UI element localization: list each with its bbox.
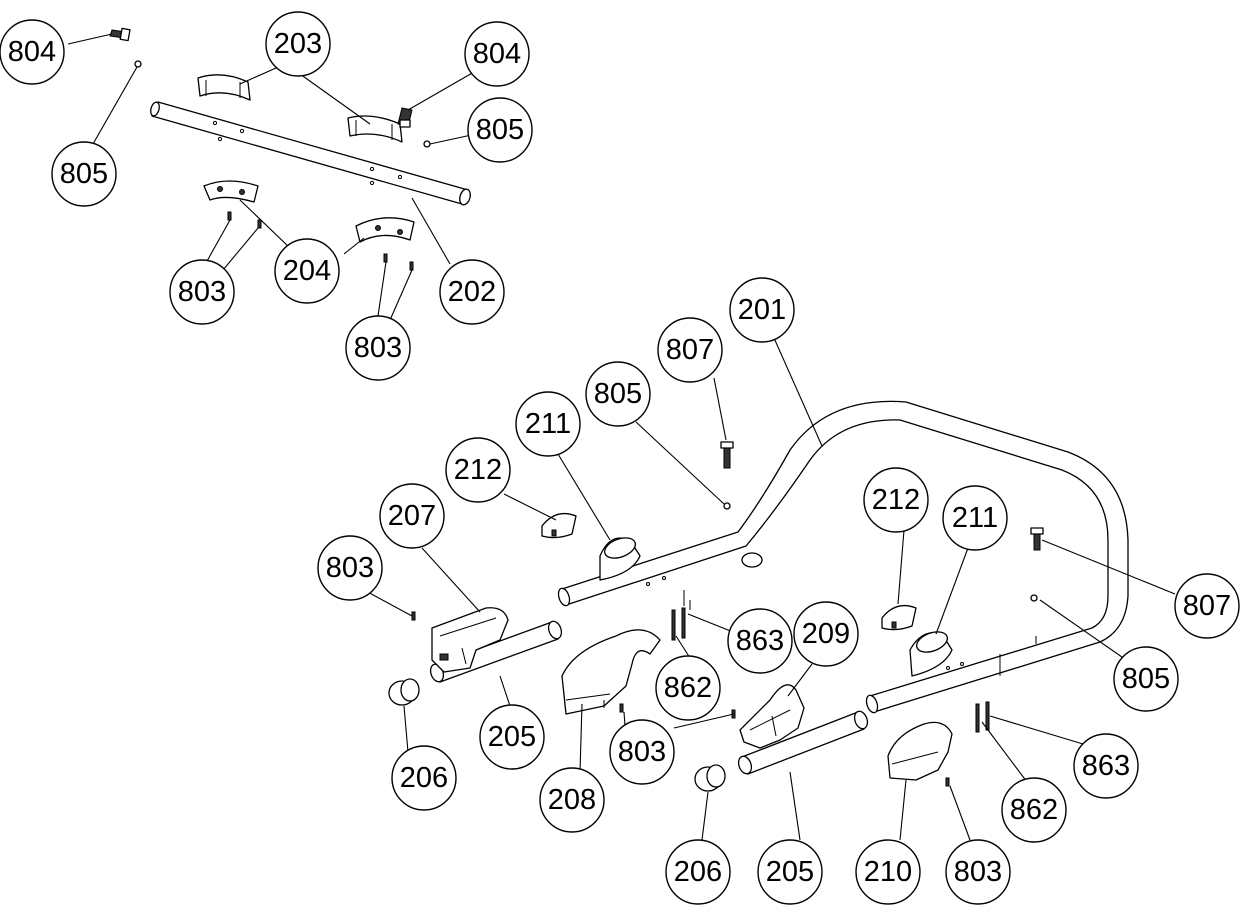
callout-803: 803 [345, 315, 411, 381]
callout-863: 863 [727, 608, 793, 674]
part-202-tube [150, 101, 471, 206]
svg-text:210: 210 [864, 856, 912, 888]
callout-803: 803 [945, 839, 1011, 905]
svg-text:202: 202 [448, 276, 496, 308]
callout-204: 204 [274, 238, 340, 304]
svg-text:206: 206 [400, 762, 448, 794]
part-203-clamp-right [347, 115, 403, 143]
part-862-863-pins-left [671, 607, 686, 641]
leader-lines [67, 33, 1176, 841]
part-804-bolt-b [397, 107, 413, 128]
svg-text:212: 212 [872, 484, 920, 516]
part-805-washer-d [1030, 594, 1038, 602]
svg-text:203: 203 [274, 28, 322, 60]
svg-text:862: 862 [1010, 794, 1058, 826]
callout-805: 805 [51, 141, 117, 207]
svg-text:803: 803 [178, 276, 226, 308]
svg-text:204: 204 [283, 255, 331, 287]
callout-805: 805 [467, 97, 533, 163]
callout-203: 203 [265, 11, 331, 77]
callout-205: 205 [757, 839, 823, 905]
part-803-screws-upper [227, 211, 414, 271]
part-807-bolt-b [1030, 527, 1044, 551]
svg-text:805: 805 [594, 378, 642, 410]
svg-text:807: 807 [1183, 590, 1231, 622]
part-211-plug-right [909, 631, 953, 677]
svg-text:862: 862 [664, 672, 712, 704]
svg-text:803: 803 [954, 856, 1002, 888]
part-212-cap-right [881, 604, 917, 631]
callout-210: 210 [855, 839, 921, 905]
callout-206: 206 [391, 745, 457, 811]
part-201-frame [557, 400, 1129, 714]
callout-862: 862 [1001, 777, 1067, 843]
svg-text:208: 208 [548, 784, 596, 816]
part-805-washer-c [723, 502, 731, 510]
part-205-grip-right [737, 710, 869, 775]
svg-text:863: 863 [1082, 750, 1130, 782]
callout-862: 862 [655, 655, 721, 721]
callout-211: 211 [942, 485, 1008, 551]
svg-text:805: 805 [1122, 663, 1170, 695]
callout-804: 804 [464, 21, 530, 87]
svg-text:206: 206 [674, 856, 722, 888]
part-209-shroud [739, 684, 805, 749]
part-211-plug-left [599, 537, 641, 581]
callout-805: 805 [585, 361, 651, 427]
svg-text:863: 863 [736, 625, 784, 657]
part-204-clamp-right [355, 217, 415, 243]
part-807-bolt-a [720, 441, 734, 469]
svg-text:805: 805 [476, 114, 524, 146]
svg-text:201: 201 [738, 294, 786, 326]
svg-text:807: 807 [666, 334, 714, 366]
part-207-shroud [431, 607, 509, 673]
svg-text:209: 209 [802, 618, 850, 650]
svg-text:211: 211 [525, 408, 571, 440]
callout-205: 205 [479, 704, 545, 770]
callout-211: 211 [515, 391, 581, 457]
svg-text:804: 804 [473, 38, 521, 70]
callouts: 804 203 804 805 805 803 204 202 803 201 … [0, 11, 1240, 905]
svg-text:211: 211 [952, 502, 998, 534]
part-212-cap-left [541, 512, 577, 539]
part-805-washer-a [134, 60, 142, 68]
callout-201: 201 [729, 277, 795, 343]
callout-805: 805 [1113, 646, 1179, 712]
callout-803: 803 [609, 719, 675, 785]
callout-803: 803 [317, 535, 383, 601]
callout-863: 863 [1073, 733, 1139, 799]
part-805-washer-b [423, 140, 431, 148]
part-204-clamp-left [203, 180, 259, 203]
callout-212: 212 [445, 437, 511, 503]
svg-text:205: 205 [766, 856, 814, 888]
callout-807: 807 [657, 317, 723, 383]
svg-text:805: 805 [60, 158, 108, 190]
svg-text:803: 803 [618, 736, 666, 768]
part-206-endcap-left [388, 678, 420, 706]
callout-202: 202 [439, 259, 505, 325]
svg-text:804: 804 [8, 36, 56, 68]
callout-208: 208 [539, 767, 605, 833]
part-804-bolt-a [109, 27, 131, 42]
part-206-endcap-right [694, 764, 726, 792]
svg-text:205: 205 [488, 721, 536, 753]
part-203-clamp-left [197, 74, 251, 101]
svg-text:212: 212 [454, 454, 502, 486]
callout-807: 807 [1174, 573, 1240, 639]
part-210-cover [887, 721, 953, 781]
callout-803: 803 [169, 259, 235, 325]
parts-layer [109, 27, 1129, 792]
svg-text:207: 207 [388, 500, 436, 532]
svg-text:803: 803 [354, 332, 402, 364]
callout-209: 209 [793, 601, 859, 667]
callout-206: 206 [665, 839, 731, 905]
callout-212: 212 [863, 467, 929, 533]
callout-804: 804 [0, 19, 65, 85]
callout-207: 207 [379, 483, 445, 549]
svg-text:803: 803 [326, 552, 374, 584]
part-862-863-pins-right [975, 701, 990, 733]
part-208-cover [561, 629, 661, 715]
